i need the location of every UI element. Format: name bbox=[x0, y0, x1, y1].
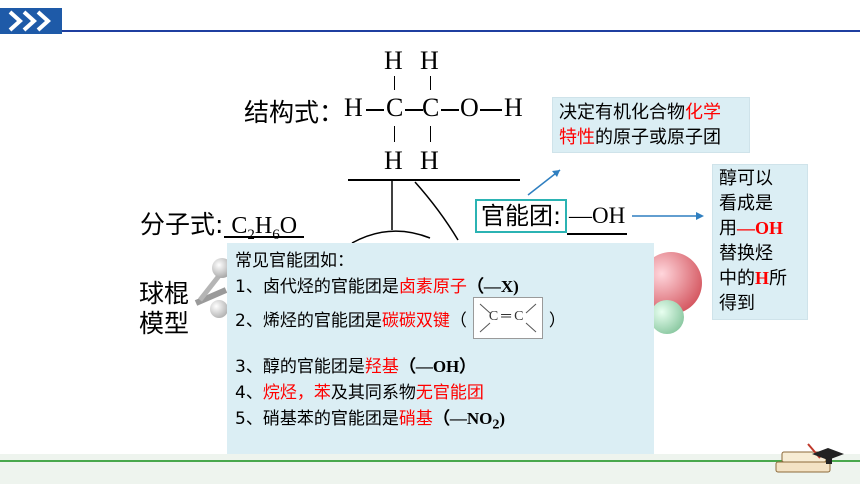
cc-bond: ═ bbox=[501, 309, 512, 324]
item4-red2: 无官能团 bbox=[415, 383, 484, 403]
callout-right-h: H bbox=[755, 268, 770, 288]
callout-functional-group-definition: 决定有机化合物化学 特性的原子或原子团 bbox=[552, 97, 750, 153]
formula-o: O bbox=[279, 213, 298, 239]
item2-paren-open: （ bbox=[449, 311, 467, 331]
callout-top-text1: 决定有机化合物 bbox=[559, 102, 685, 123]
molecular-formula: 分子式: C2H6O bbox=[140, 205, 297, 244]
item1-formula: （—X) bbox=[466, 277, 519, 296]
item3-formula: （—OH） bbox=[398, 357, 477, 376]
common-groups-item3: 3、醇的官能团是羟基（—OH） bbox=[235, 354, 646, 380]
header-chevrons-icon bbox=[0, 8, 64, 34]
callout-right-line1: 醇可以 bbox=[719, 168, 773, 189]
item2-text: 2、烯烃的官能团是 bbox=[235, 311, 382, 331]
structural-formula-label: 结构式： bbox=[244, 98, 345, 127]
formula-c-sub: 2 bbox=[247, 226, 255, 243]
footer-band bbox=[0, 454, 860, 484]
struct-row-h: H bbox=[344, 93, 363, 122]
graduation-books-icon bbox=[772, 440, 852, 480]
struct-c1: C bbox=[386, 93, 404, 122]
functional-group-underline bbox=[567, 233, 627, 235]
item4-num: 4、 bbox=[235, 383, 263, 403]
item5-close: ) bbox=[499, 409, 506, 428]
item2-paren-close: ） bbox=[548, 311, 566, 331]
item1-red: 卤素原子 bbox=[398, 277, 467, 297]
item5-formula: （—NO bbox=[432, 409, 493, 428]
struct-bond-v2 bbox=[430, 76, 431, 90]
callout-right-oh: —OH bbox=[737, 218, 784, 238]
struct-bot-h1: H bbox=[384, 146, 403, 175]
callout-top-text2: 的原子或原子团 bbox=[595, 127, 721, 148]
callout-alcohol-definition: 醇可以 看成是 用—OH 替换烃 中的H所 得到 bbox=[712, 164, 808, 320]
common-groups-item4: 4、烷烃，苯及其同系物无官能团 bbox=[235, 380, 646, 406]
common-groups-item1: 1、卤代烃的官能团是卤素原子（—X) bbox=[235, 274, 646, 300]
item4-red1: 烷烃，苯 bbox=[262, 383, 331, 403]
struct-bond-v4 bbox=[430, 126, 431, 142]
molecular-formula-label: 分子式: bbox=[140, 210, 224, 239]
structural-formula: H H H C C O H H H bbox=[252, 46, 572, 186]
cc-c2: C bbox=[514, 309, 524, 324]
struct-bot-h2: H bbox=[420, 146, 439, 175]
functional-group-value: —OH bbox=[569, 203, 626, 228]
model-sphere-gray-2 bbox=[210, 300, 228, 318]
functional-group-label: 官能团: bbox=[480, 202, 562, 230]
common-groups-title: 常见官能团如： bbox=[235, 251, 354, 271]
model-sphere-green bbox=[650, 300, 684, 334]
struct-bond-h4 bbox=[480, 109, 502, 111]
footer-rule bbox=[0, 460, 860, 462]
struct-bond-v3 bbox=[394, 126, 395, 142]
callout-top-red2: 特性 bbox=[559, 127, 595, 148]
struct-bond-v1 bbox=[394, 76, 395, 90]
struct-top-h1: H bbox=[384, 46, 403, 75]
model-label-line1: 球棍 bbox=[139, 279, 190, 308]
struct-bond-h3 bbox=[441, 109, 459, 111]
common-functional-groups-box: 常见官能团如： 1、卤代烃的官能团是卤素原子（—X) 2、烯烃的官能团是碳碳双键… bbox=[227, 243, 654, 457]
formula-h: H bbox=[254, 213, 273, 239]
item4-text: 及其同系物 bbox=[330, 383, 416, 403]
callout-right-line4: 替换烃 bbox=[719, 242, 773, 264]
common-groups-item5: 5、硝基苯的官能团是硝基（—NO2) bbox=[235, 406, 646, 437]
common-groups-item2: 2、烯烃的官能团是碳碳双键（ C═C ） bbox=[235, 297, 646, 342]
item1-text: 1、卤代烃的官能团是 bbox=[235, 277, 399, 297]
struct-bond-h2 bbox=[405, 109, 423, 111]
item3-red: 羟基 bbox=[364, 357, 399, 377]
formula-underline bbox=[224, 236, 304, 238]
struct-end-h: H bbox=[504, 93, 523, 122]
item5-text: 5、硝基苯的官能团是 bbox=[235, 409, 399, 429]
item2-red: 碳碳双键 bbox=[381, 311, 450, 331]
header-rule bbox=[62, 30, 860, 32]
callout-right-line2: 看成是 bbox=[719, 192, 773, 214]
struct-c2: C bbox=[422, 93, 440, 122]
item5-red: 硝基 bbox=[398, 409, 433, 429]
formula-c: C bbox=[231, 213, 248, 239]
callout-right-line6: 得到 bbox=[719, 292, 755, 314]
callout-right-line5-a: 中的 bbox=[719, 268, 755, 289]
struct-top-h2: H bbox=[420, 46, 439, 75]
item5-sub: 2 bbox=[492, 416, 500, 433]
struct-bond-h1 bbox=[366, 109, 384, 111]
callout-right-line5: 中的H所 bbox=[719, 266, 801, 292]
item3-text: 3、醇的官能团是 bbox=[235, 357, 365, 377]
callout-right-line5-b: 所 bbox=[769, 268, 788, 289]
functional-group-box: 官能团: bbox=[475, 199, 567, 233]
model-label: 球棍 模型 bbox=[139, 279, 189, 339]
callout-right-line3: 用—OH bbox=[719, 216, 801, 242]
callout-top-red1: 化学 bbox=[685, 102, 721, 123]
cc-c1: C bbox=[488, 309, 499, 324]
struct-o: O bbox=[460, 93, 479, 122]
model-label-line2: 模型 bbox=[139, 309, 190, 338]
callout-right-line3-a: 用 bbox=[719, 218, 737, 239]
carbon-double-bond-diagram: C═C bbox=[472, 297, 543, 339]
formula-h-sub: 6 bbox=[272, 226, 280, 243]
